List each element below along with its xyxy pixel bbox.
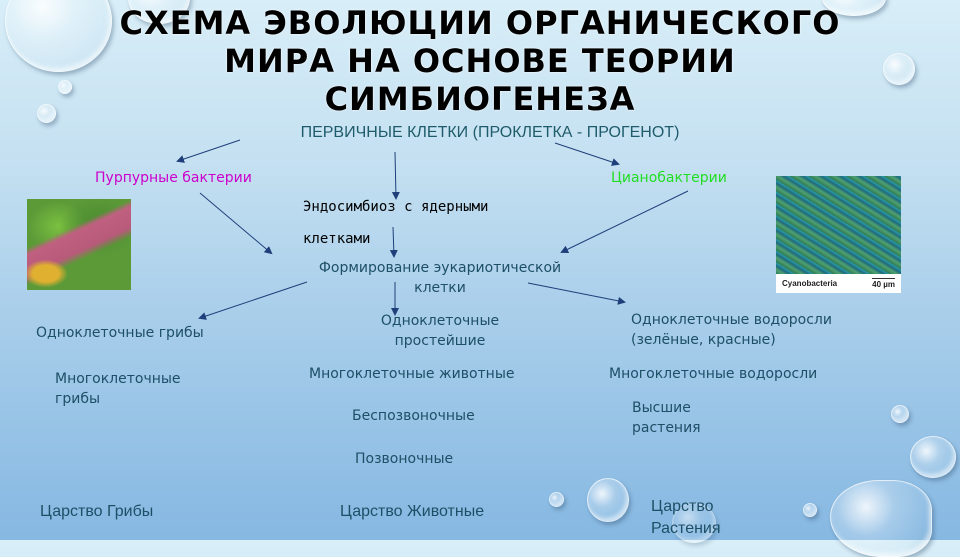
cyanobacteria-caption: Cyanobacteria 40 µm <box>776 274 901 293</box>
arrow-endosymbiosis-to-eukaryote <box>389 226 398 258</box>
arrow-to-endosymbiosis <box>391 151 400 200</box>
kingdom-plants-line2: Растения <box>651 520 721 537</box>
cyanobacteria-micrograph <box>776 176 901 274</box>
kingdom-plants-label: Царство Растения <box>651 496 721 540</box>
multicellular-algae-label: Многоклеточные водоросли <box>609 366 818 382</box>
unicellular-algae-line2: (зелёные, красные) <box>631 332 776 348</box>
kingdom-animals-label: Царство Животные <box>340 503 485 520</box>
eukaryote-line1: Формирование эукариотической <box>318 260 562 276</box>
slide: СХЕМА ЭВОЛЮЦИИ ОРГАНИЧЕСКОГО МИРА НА ОСН… <box>5 0 956 557</box>
title-line: СИМБИОГЕНЕЗА <box>324 80 636 118</box>
kingdom-plants-line1: Царство <box>651 498 714 515</box>
water-drop-decoration <box>587 478 629 522</box>
water-drop-decoration <box>37 104 56 123</box>
arrow-to-unicellular-algae <box>527 282 626 305</box>
protozoa-line1: Одноклеточные <box>380 313 500 329</box>
endosymbiosis-label-line2: клетками <box>303 231 371 247</box>
multicellular-fungi-line1: Многоклеточные <box>55 371 181 387</box>
slide-title: СХЕМА ЭВОЛЮЦИИ ОРГАНИЧЕСКОГО МИРА НА ОСН… <box>80 4 880 118</box>
multicellular-animals-label: Многоклеточные животные <box>309 366 515 382</box>
water-drop-decoration <box>910 436 956 478</box>
caption-text: Cyanobacteria <box>782 279 838 288</box>
higher-plants-line1: Высшие <box>632 400 691 416</box>
cyanobacteria-label: Цианобактерии <box>611 170 727 186</box>
arrow-to-unicellular-fungi <box>198 281 308 320</box>
higher-plants-label: Высшие растения <box>632 398 701 438</box>
arrow-cyano-to-eukaryote <box>560 190 689 253</box>
eukaryote-line2: клетки <box>414 280 466 296</box>
endosymbiosis-label-line1: Эндосимбиоз с ядерными <box>303 199 489 215</box>
purple-bacteria-label: Пурпурные бактерии <box>95 170 252 186</box>
vertebrates-label: Позвоночные <box>355 451 454 467</box>
water-drop-decoration <box>891 405 909 423</box>
scale-bar-label: 40 µm <box>872 278 895 289</box>
multicellular-fungi-line2: грибы <box>55 391 101 407</box>
eukaryote-formation-label: Формирование эукариотической клетки <box>280 258 600 298</box>
arrow-to-purple-bacteria <box>176 139 241 163</box>
kingdom-fungi-label: Царство Грибы <box>40 503 154 520</box>
protozoa-label: Одноклеточные простейшие <box>340 311 540 351</box>
unicellular-fungi-label: Одноклеточные грибы <box>36 325 204 341</box>
title-line: СХЕМА ЭВОЛЮЦИИ ОРГАНИЧЕСКОГО <box>119 4 841 42</box>
water-drop-decoration <box>883 53 915 85</box>
cyanobacteria-photo: Cyanobacteria 40 µm <box>776 176 901 293</box>
unicellular-algae-line1: Одноклеточные водоросли <box>631 312 832 328</box>
arrow-purple-to-eukaryote <box>199 192 273 255</box>
primary-cells-label: ПЕРВИЧНЫЕ КЛЕТКИ (ПРОКЛЕТКА - ПРОГЕНОТ) <box>300 124 680 141</box>
higher-plants-line2: растения <box>632 420 701 436</box>
invertebrates-label: Беспозвоночные <box>352 408 475 424</box>
title-line: МИРА НА ОСНОВЕ ТЕОРИИ <box>224 42 736 80</box>
arrow-to-cyanobacteria <box>554 142 620 166</box>
water-drop-decoration <box>549 492 564 507</box>
protozoa-line2: простейшие <box>394 333 486 349</box>
unicellular-algae-label: Одноклеточные водоросли (зелёные, красны… <box>631 310 832 350</box>
multicellular-fungi-label: Многоклеточные грибы <box>55 369 181 409</box>
purple-bacteria-photo <box>27 199 131 290</box>
water-drop-decoration <box>803 503 817 517</box>
arrows-layer <box>176 139 689 320</box>
water-drop-decoration <box>58 80 72 94</box>
